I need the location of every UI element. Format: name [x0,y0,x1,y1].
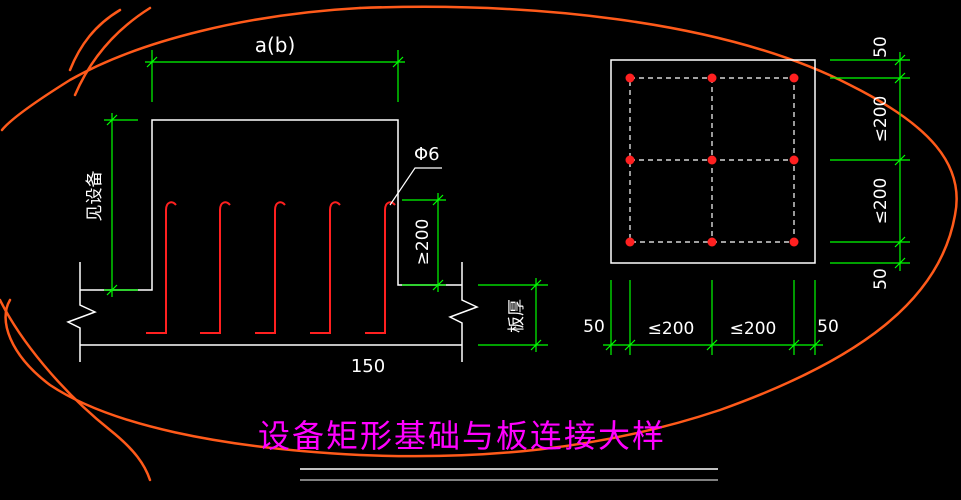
right-break-line [448,262,479,362]
section-detail: a(b) 见设备 Φ6 ≥200 板厚 [66,33,548,377]
markup-ellipse-main [4,5,958,458]
markup-stroke-topleft [73,6,152,97]
bar-label: Φ6 [414,144,440,165]
plan-right-edge-label: 50 [817,317,839,337]
slab-label: 板厚 [507,299,527,333]
foundation-outline [80,119,462,291]
bar-leader [389,167,442,206]
left-break-line [66,262,97,362]
rebar-dot [789,155,799,165]
plan-top-edge-label: 50 [871,36,891,58]
rebar-1 [146,201,177,334]
dim-height [104,113,138,297]
rebar-dot [789,237,799,247]
plan-left-edge-label: 50 [583,317,605,337]
markup-stroke-top [0,6,362,132]
plan-outline [610,59,816,264]
plan-spacing-right-label: ≤200 [730,319,777,339]
rebar-group [146,201,396,334]
dim-slab [478,278,548,352]
dim-horizontal-chain [603,280,823,355]
rebar-2 [200,201,231,334]
markup-stroke-topleft-2 [68,8,122,72]
dim-vertical-chain [830,52,910,271]
plan-detail: 50 ≤200 ≤200 50 50 ≤200 ≤200 50 [583,36,910,355]
rebar-dot [625,237,635,247]
rebar-dot [625,155,635,165]
plan-spacing-upper-label: ≤200 [871,96,891,143]
rebar-dots [625,73,799,247]
rebar-dot [789,73,799,83]
plan-bottom-edge-label: 50 [871,268,891,290]
dim-width [145,50,405,102]
rebar-dot [707,237,717,247]
rebar-dot [625,73,635,83]
base-label: 150 [351,356,385,377]
rebar-5 [365,201,396,334]
rebar-dot [707,73,717,83]
rebar-dot [707,155,717,165]
embed-label: ≥200 [413,219,433,266]
markup-ellipse [0,5,958,482]
rebar-4 [310,201,341,334]
dim-embed [402,193,446,292]
width-label: a(b) [255,33,296,57]
rebar-3 [255,201,286,334]
plan-spacing-left-label: ≤200 [648,319,695,339]
markup-stroke-bottomleft [0,298,152,482]
height-label: 见设备 [85,171,105,222]
drawing-title: 设备矩形基础与板连接大样 [258,417,666,455]
plan-spacing-lower-label: ≤200 [871,178,891,225]
